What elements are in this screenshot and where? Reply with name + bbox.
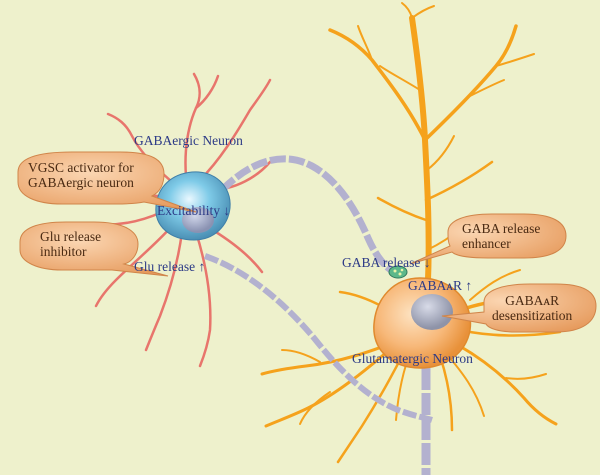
bubble-gaba-release-enhancer — [409, 213, 567, 265]
gabaergic-axon — [219, 155, 396, 276]
glutamatergic-soma — [373, 277, 472, 369]
gaba-release-enhancer-text: GABA release enhancer — [462, 221, 540, 251]
bubble-glu-release-inhibitor — [19, 221, 169, 277]
gaba-release-enhancer-line2: enhancer — [462, 236, 511, 251]
gabaar-desensitization-text: GABAᴀR desensitization — [492, 293, 572, 323]
gabaar-label: GABAᴀR ↑ — [408, 278, 473, 293]
vgsc-activator-text: VGSC activator for GABAergic neuron — [28, 160, 134, 190]
gabaar-desensitization-line1: GABAᴀR — [505, 293, 560, 308]
vgsc-activator-line1: VGSC activator for — [28, 160, 134, 175]
bubble-vgsc-activator — [17, 151, 197, 213]
gabaergic-neuron-label: GABAergic Neuron — [134, 133, 243, 148]
glu-release-inhibitor-text: Glu release inhibitor — [40, 229, 101, 259]
glutamatergic-neuron-label: Glutamatergic Neuron — [352, 351, 473, 366]
synapse-terminal — [388, 265, 408, 279]
glu-release-inhibitor-line1: Glu release — [40, 229, 102, 244]
gaba-release-enhancer-line1: GABA release — [462, 221, 541, 236]
vgsc-activator-line2: GABAergic neuron — [28, 175, 134, 190]
glu-release-inhibitor-line2: inhibitor — [40, 244, 87, 259]
gabaergic-soma — [155, 171, 231, 241]
gabaar-desensitization-line2: desensitization — [492, 308, 573, 323]
gabaergic-nucleus — [182, 207, 214, 233]
gaba-release-label: GABA release ↓ — [342, 255, 431, 270]
bubble-gabaar-desensitization — [441, 283, 597, 333]
glutamatergic-nucleus — [411, 294, 453, 330]
glutamate-projection — [204, 253, 433, 423]
axons — [204, 155, 433, 475]
glu-release-label: Glu release ↑ — [134, 259, 206, 274]
excitability-label: Excitability ↓ — [157, 203, 231, 218]
